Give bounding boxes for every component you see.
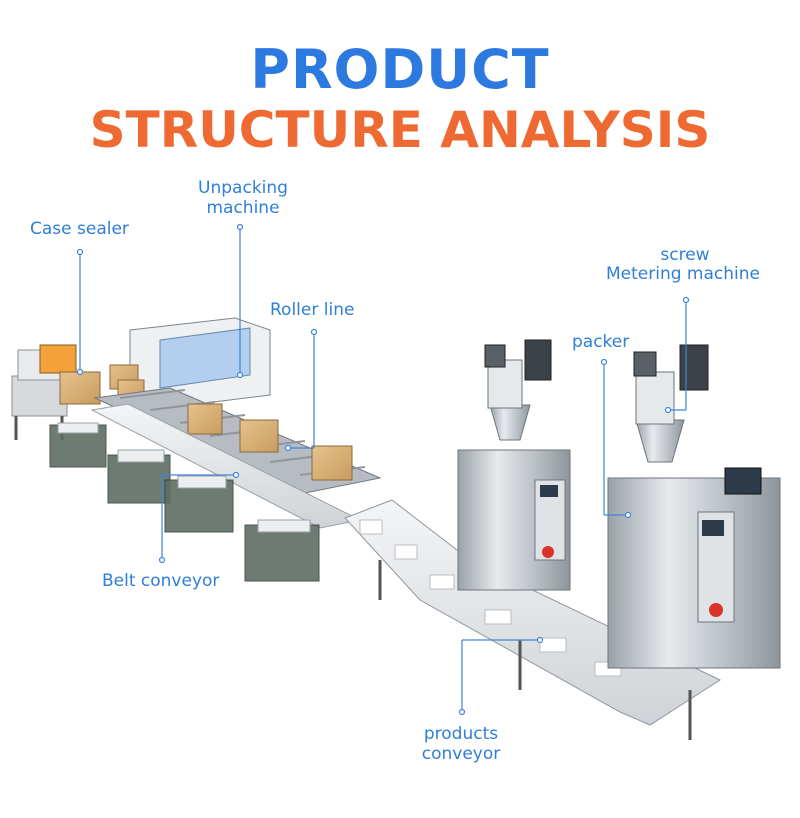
belt-conveyor bbox=[49, 403, 362, 582]
title-line-product: PRODUCT bbox=[250, 38, 550, 101]
products-conveyor bbox=[344, 499, 722, 740]
label-products-line2: conveyor bbox=[421, 744, 501, 764]
label-case-sealer: Case sealer bbox=[30, 219, 129, 239]
label-roller-line: Roller line bbox=[270, 300, 355, 320]
label-unpacking-line2: machine bbox=[206, 198, 280, 218]
label-belt-conveyor: Belt conveyor bbox=[102, 571, 220, 591]
packer-machine-1 bbox=[457, 339, 571, 591]
label-metering-machine: Metering machine bbox=[606, 264, 760, 284]
label-screw: screw bbox=[660, 245, 710, 265]
title-line-structure-analysis: STRUCTURE ANALYSIS bbox=[89, 101, 711, 159]
packer-machine-2 bbox=[607, 344, 781, 669]
unpacking-machine bbox=[109, 317, 271, 409]
label-unpacking-line1: Unpacking bbox=[198, 178, 288, 198]
label-packer: packer bbox=[572, 332, 630, 352]
roller-line bbox=[93, 387, 382, 495]
leader-lines bbox=[76, 223, 690, 716]
label-products-line1: products bbox=[423, 724, 499, 744]
